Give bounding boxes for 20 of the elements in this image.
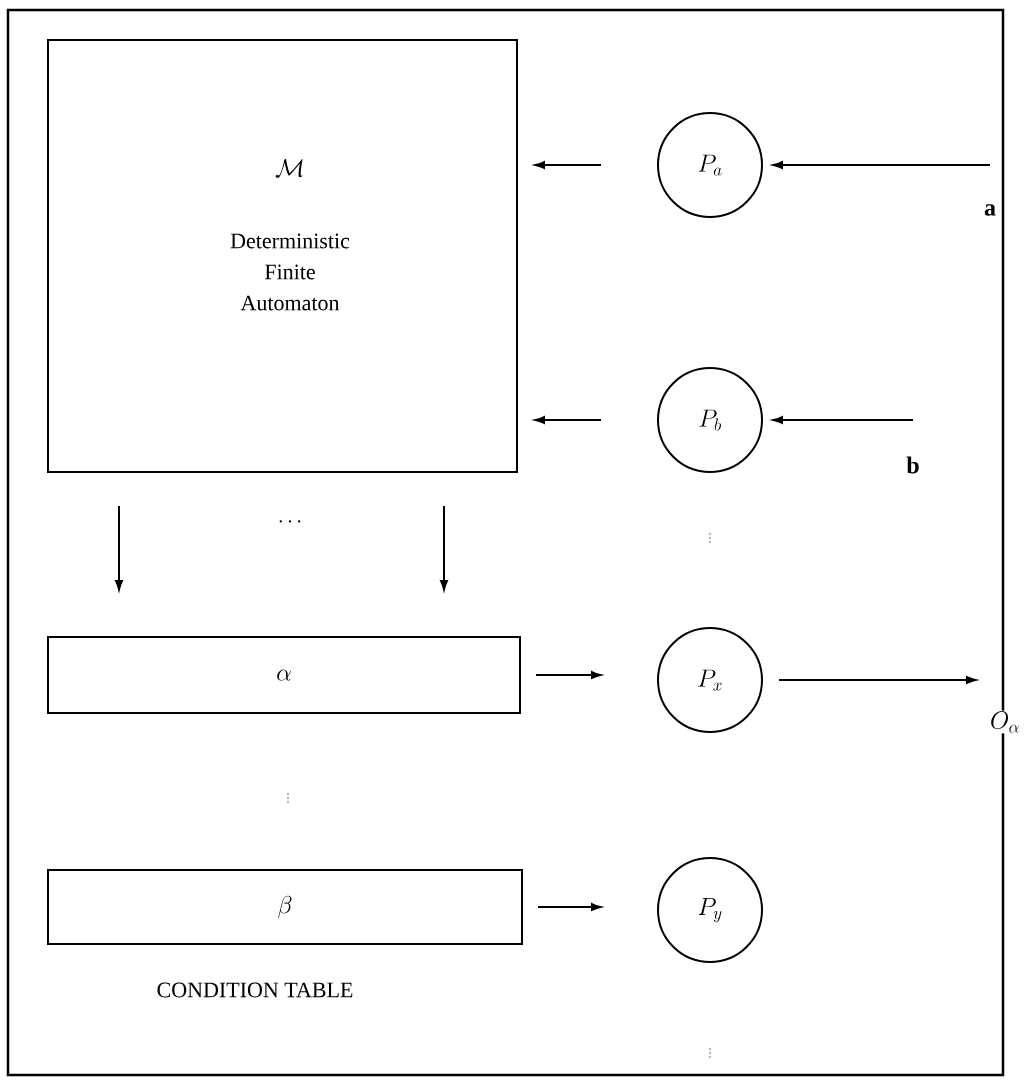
edge-label: $O_\alpha$ <box>989 710 1021 734</box>
ellipsis: $\vdots$ <box>708 532 712 544</box>
arrow <box>534 416 602 424</box>
ellipsis: $\vdots$ <box>708 1047 712 1059</box>
ellipsis: $\cdots$ <box>279 520 301 523</box>
arrow <box>115 505 123 591</box>
arrow <box>537 903 602 911</box>
condition-box: $\alpha$ <box>47 636 521 714</box>
arrow <box>535 671 602 679</box>
arrow <box>778 676 977 684</box>
arrow <box>772 161 991 169</box>
caption-label: CONDITION TABLE <box>157 982 353 998</box>
arrow <box>440 505 448 591</box>
edge-label: b <box>905 455 921 475</box>
arrow <box>772 416 914 424</box>
edge-label: a <box>983 203 997 217</box>
arrow <box>534 161 602 169</box>
condition-box: $\beta$ <box>47 869 523 945</box>
automaton-box: $\mathcal{M}$ Deterministic Finite Automaton <box>47 39 518 473</box>
ellipsis: $\vdots$ <box>286 792 290 804</box>
